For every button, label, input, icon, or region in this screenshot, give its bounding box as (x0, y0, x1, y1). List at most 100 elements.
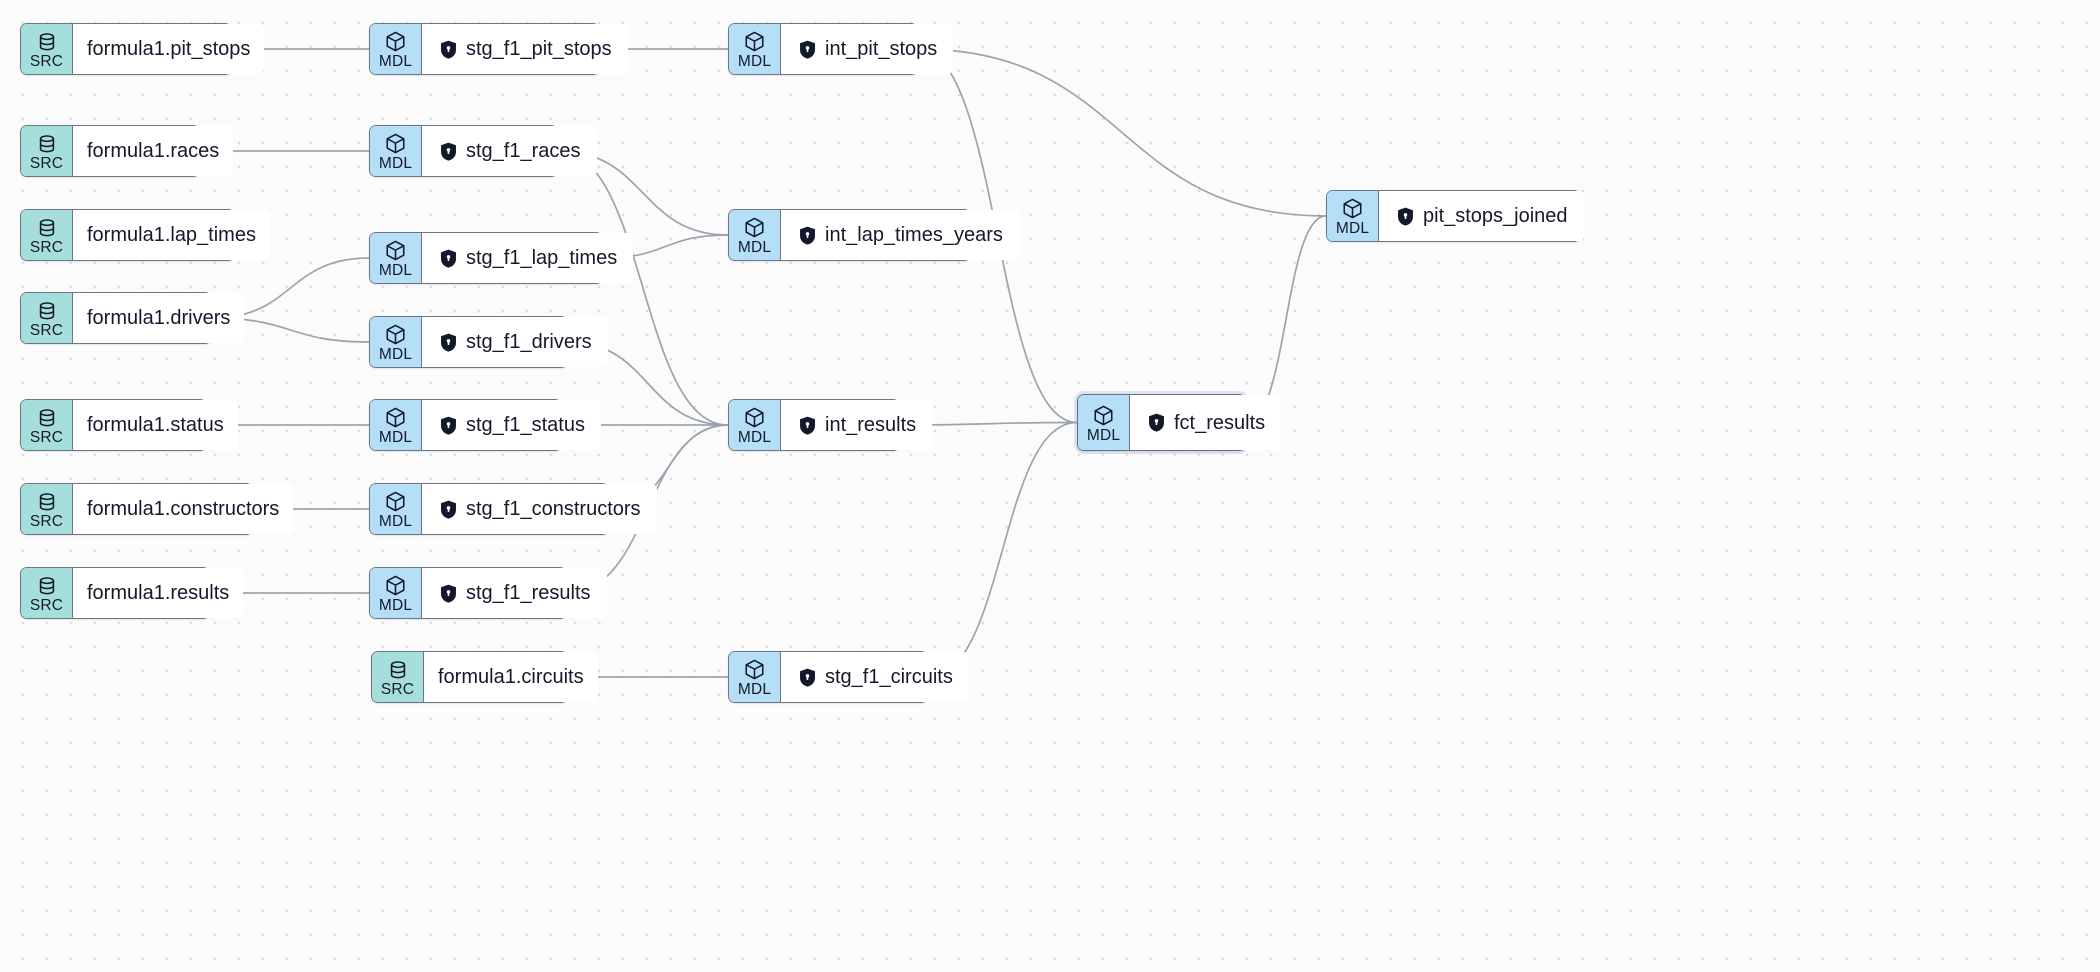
database-icon (36, 31, 58, 53)
node-label: int_pit_stops (825, 38, 938, 60)
node-body: int_lap_times_years (781, 210, 1019, 260)
database-icon (36, 133, 58, 155)
source-badge: SRC (21, 484, 73, 534)
node-body: formula1.pit_stops (73, 24, 265, 74)
model-badge: MDL (370, 126, 422, 176)
graph-node-src_constructors[interactable]: SRC formula1.constructors (20, 483, 294, 535)
cube-icon (743, 406, 766, 429)
node-kind-label: SRC (29, 154, 64, 172)
graph-edge (917, 48, 1327, 217)
node-kind-label: MDL (737, 53, 772, 71)
node-label: formula1.lap_times (87, 224, 256, 246)
node-label: fct_results (1174, 411, 1266, 434)
cube-icon (384, 323, 407, 346)
node-label: stg_f1_drivers (466, 331, 592, 353)
node-kind-label: SRC (380, 680, 415, 698)
node-body: int_results (781, 400, 933, 450)
node-body: fct_results (1130, 395, 1282, 450)
node-kind-label: MDL (1335, 220, 1370, 238)
node-label: formula1.constructors (87, 498, 280, 520)
node-label: stg_f1_lap_times (466, 247, 618, 269)
cube-icon (384, 132, 407, 155)
model-badge: MDL (729, 652, 781, 702)
cube-icon (384, 490, 407, 513)
graph-node-stg_lap_times[interactable]: MDL stg_f1_lap_times (369, 232, 634, 284)
cube-icon (743, 30, 766, 53)
node-body: formula1.drivers (73, 293, 245, 343)
shield-icon (799, 226, 816, 245)
node-label: stg_f1_results (466, 582, 591, 604)
node-kind-label: SRC (29, 428, 64, 446)
shield-icon (799, 40, 816, 59)
database-icon (36, 575, 58, 597)
shield-icon (1148, 413, 1165, 432)
node-label: formula1.drivers (87, 307, 231, 329)
cube-icon (743, 216, 766, 239)
node-label: formula1.circuits (438, 666, 584, 688)
node-label: stg_f1_races (466, 140, 581, 162)
graph-node-src_circuits[interactable]: SRC formula1.circuits (371, 651, 598, 703)
model-badge: MDL (370, 400, 422, 450)
node-body: stg_f1_constructors (422, 484, 657, 534)
graph-edge (557, 150, 729, 426)
database-icon (387, 659, 409, 681)
source-badge: SRC (21, 210, 73, 260)
node-label: formula1.pit_stops (87, 38, 251, 60)
node-kind-label: MDL (378, 429, 413, 447)
node-body: formula1.circuits (424, 652, 598, 702)
node-kind-label: MDL (378, 155, 413, 173)
database-icon (36, 300, 58, 322)
cube-icon (384, 574, 407, 597)
source-badge: SRC (21, 24, 73, 74)
node-kind-label: MDL (378, 597, 413, 615)
node-body: stg_f1_pit_stops (422, 24, 628, 74)
graph-node-stg_races[interactable]: MDL stg_f1_races (369, 125, 597, 177)
node-body: stg_f1_circuits (781, 652, 969, 702)
graph-node-stg_results[interactable]: MDL stg_f1_results (369, 567, 607, 619)
shield-icon (799, 416, 816, 435)
model-badge: MDL (370, 484, 422, 534)
node-body: int_pit_stops (781, 24, 954, 74)
node-label: formula1.status (87, 414, 224, 436)
shield-icon (440, 333, 457, 352)
cube-icon (384, 406, 407, 429)
node-kind-label: SRC (29, 321, 64, 339)
database-icon (36, 407, 58, 429)
source-badge: SRC (21, 126, 73, 176)
shield-icon (799, 668, 816, 687)
graph-node-int_pit_stops[interactable]: MDL int_pit_stops (728, 23, 954, 75)
model-badge: MDL (1327, 191, 1379, 241)
node-body: pit_stops_joined (1379, 191, 1584, 241)
shield-icon (1397, 207, 1414, 226)
graph-node-stg_drivers[interactable]: MDL stg_f1_drivers (369, 316, 608, 368)
graph-node-pit_stops_joined[interactable]: MDL pit_stops_joined (1326, 190, 1584, 242)
graph-node-src_pit_stops[interactable]: SRC formula1.pit_stops (20, 23, 265, 75)
node-label: int_results (825, 414, 917, 436)
node-kind-label: SRC (29, 238, 64, 256)
cube-icon (743, 658, 766, 681)
node-kind-label: SRC (29, 512, 64, 530)
graph-node-src_drivers[interactable]: SRC formula1.drivers (20, 292, 245, 344)
node-body: stg_f1_results (422, 568, 607, 618)
model-badge: MDL (370, 233, 422, 283)
graph-node-src_status[interactable]: SRC formula1.status (20, 399, 238, 451)
node-body: stg_f1_races (422, 126, 597, 176)
shield-icon (440, 40, 457, 59)
node-kind-label: SRC (29, 596, 64, 614)
graph-node-src_lap_times[interactable]: SRC formula1.lap_times (20, 209, 270, 261)
node-body: stg_f1_drivers (422, 317, 608, 367)
node-body: formula1.lap_times (73, 210, 270, 260)
graph-edge (927, 421, 1078, 678)
node-kind-label: MDL (378, 346, 413, 364)
